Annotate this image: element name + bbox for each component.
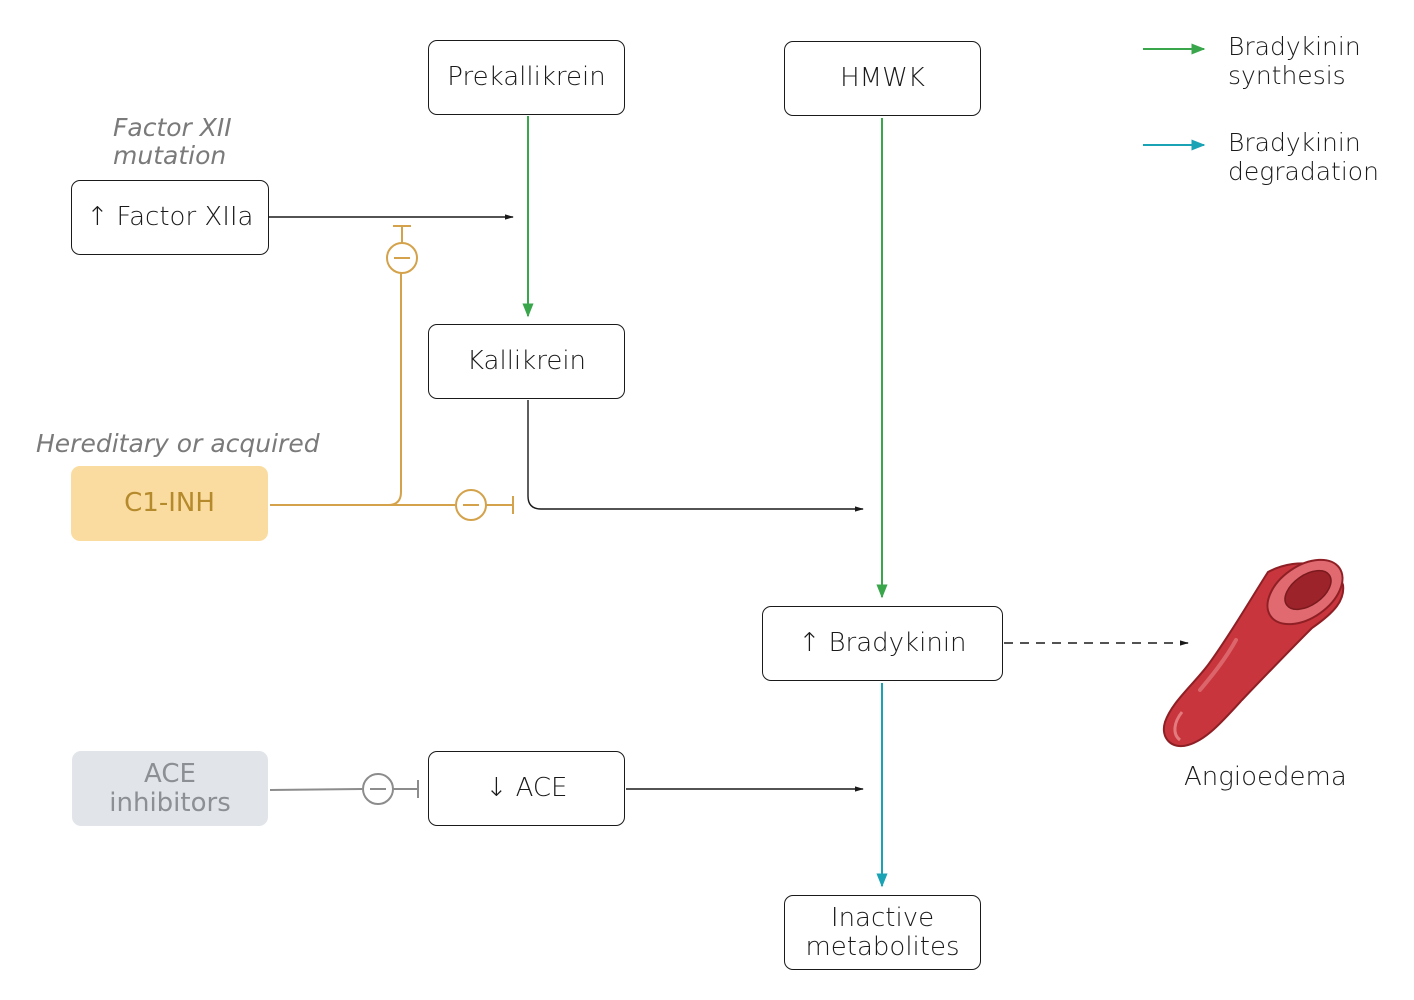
prekallikrein-label: Prekallikrein — [447, 62, 606, 93]
factor-xii-note-line2: mutation — [113, 141, 227, 170]
c1-inh-inhibits-factor-xiia-line — [270, 272, 402, 506]
bradykinin-label: ↑ Bradykinin — [798, 628, 967, 659]
factor-xiia-label: ↑ Factor XIIa — [86, 202, 254, 233]
legend-synthesis-line2: synthesis — [1228, 60, 1346, 90]
legend-synthesis-line1: Bradykinin — [1228, 32, 1361, 61]
angioedema-label: Angioedema — [1184, 762, 1347, 792]
legend-degradation-text: Bradykinin degradation — [1228, 128, 1379, 187]
blood-vessel-icon — [1162, 558, 1345, 748]
inactive-metabolites-node: Inactive metabolites — [784, 895, 981, 970]
kallikrein-label: Kallikrein — [466, 346, 587, 377]
hmwk-node: HMWK — [784, 41, 981, 116]
legend-synthesis-text: Bradykinin synthesis — [1228, 32, 1361, 91]
kallikrein-to-bradykinin-arrow — [527, 400, 864, 512]
hmwk-label: HMWK — [840, 63, 925, 94]
ace-label: ↓ ACE — [485, 773, 568, 804]
ace-inhibitors-node: ACE inhibitors — [72, 751, 268, 826]
ace-node: ↓ ACE — [428, 751, 625, 826]
legend-degradation-line2: degradation — [1228, 156, 1379, 186]
ace-inhibitors-line — [269, 788, 363, 791]
prekallikrein-node: Prekallikrein — [428, 40, 625, 115]
inactive-metabolites-label-line1: Inactive — [830, 902, 935, 933]
ace-inhibitors-label-line1: ACE — [144, 758, 196, 789]
c1-inh-label: C1-INH — [124, 488, 215, 519]
legend-degradation-line1: Bradykinin — [1228, 128, 1361, 157]
ace-inhibitors-label-line2: inhibitors — [109, 787, 231, 818]
kallikrein-node: Kallikrein — [428, 324, 625, 399]
bradykinin-node: ↑ Bradykinin — [762, 606, 1003, 681]
inactive-metabolites-label-line2: metabolites — [805, 931, 960, 962]
c1-inh-node: C1-INH — [71, 466, 268, 541]
factor-xii-note-line1: Factor XII — [113, 113, 232, 142]
factor-xiia-node: ↑ Factor XIIa — [71, 180, 269, 255]
factor-xii-mutation-note: Factor XII mutation — [113, 114, 232, 170]
hereditary-or-acquired-note: Hereditary or acquired — [36, 429, 320, 458]
